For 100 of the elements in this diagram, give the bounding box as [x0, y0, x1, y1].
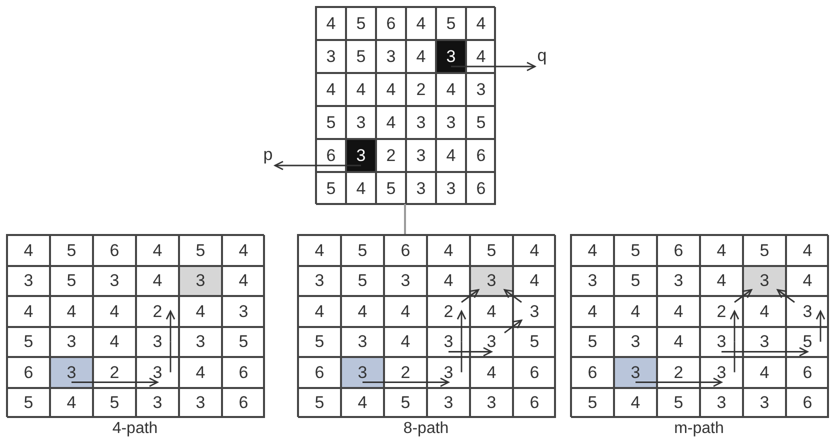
table-cell: 4: [743, 296, 786, 326]
table-cell: 4: [7, 296, 50, 326]
table-cell: 5: [341, 266, 384, 296]
table-cell: 3: [384, 266, 427, 296]
arrow: [166, 310, 176, 342]
table-cell: 5: [316, 172, 346, 205]
connector-line: [460, 342, 462, 372]
table-cell: 5: [786, 326, 829, 357]
table-cell: 5: [222, 326, 265, 357]
table-cell: 6: [316, 139, 346, 172]
table-cell: 6: [513, 357, 556, 388]
table-cell: 4: [427, 266, 470, 296]
arrow: [734, 289, 752, 303]
table-cell: 3: [7, 266, 50, 296]
table-cell: 3: [222, 296, 265, 326]
table-cell: 3: [700, 326, 743, 357]
table-cell: 3: [316, 40, 346, 73]
table-cell: 5: [614, 235, 657, 266]
table-cell: 3: [743, 266, 786, 296]
table-cell: 4: [700, 235, 743, 266]
arrow: [730, 310, 740, 342]
point-label: p: [261, 138, 275, 171]
table-cell: 4: [316, 7, 346, 40]
table-cell: 6: [657, 235, 700, 266]
table-cell: 4: [346, 172, 376, 205]
table-cell: 6: [298, 357, 341, 388]
table-cell: 4: [436, 73, 466, 106]
arrow: [481, 62, 536, 72]
connector-line: [451, 66, 481, 68]
number-grid: [315, 6, 495, 204]
connector-line: [734, 342, 736, 372]
table-cell: 3: [436, 40, 466, 73]
arrow: [448, 347, 492, 356]
table-cell: 4: [179, 296, 222, 326]
table-cell: 6: [513, 388, 556, 418]
table-cell: 6: [466, 172, 496, 205]
table-cell: 5: [298, 388, 341, 418]
table-cell: 5: [657, 388, 700, 418]
table-cell: 5: [384, 388, 427, 418]
table-cell: 6: [222, 357, 265, 388]
arrow: [114, 378, 158, 387]
table-cell: 4: [786, 235, 829, 266]
table-cell: 4: [743, 357, 786, 388]
table-cell: 2: [700, 296, 743, 326]
table-cell: 4: [571, 235, 614, 266]
table-cell: 4: [341, 388, 384, 418]
table-cell: 3: [136, 388, 179, 418]
table-cell: 4: [384, 326, 427, 357]
table-cell: 5: [346, 40, 376, 73]
table-cell: 5: [513, 326, 556, 357]
table-cell: 3: [470, 326, 513, 357]
table-cell: 5: [93, 388, 136, 418]
table-cell: 5: [571, 326, 614, 357]
table-cell: 6: [384, 235, 427, 266]
table-cell: 3: [466, 73, 496, 106]
table-cell: 4: [136, 235, 179, 266]
connector-line: [636, 382, 678, 383]
table-cell: 6: [93, 235, 136, 266]
table-cell: 4: [470, 296, 513, 326]
table-cell: 5: [7, 388, 50, 418]
table-cell: 4: [298, 296, 341, 326]
arrow: [816, 310, 826, 342]
table-cell: 4: [93, 296, 136, 326]
table-cell: 3: [346, 139, 376, 172]
connector-line: [331, 164, 361, 166]
table-cell: 3: [657, 266, 700, 296]
table-cell: 4: [341, 296, 384, 326]
table-cell: 3: [700, 357, 743, 388]
table-cell: 5: [376, 172, 406, 205]
table-cell: 5: [571, 388, 614, 418]
table-cell: 4: [50, 296, 93, 326]
table-cell: 5: [346, 7, 376, 40]
table-cell: 3: [136, 357, 179, 388]
arrow: [274, 160, 331, 170]
table-cell: 2: [136, 296, 179, 326]
table-cell: 4: [222, 266, 265, 296]
table-cell: 5: [470, 235, 513, 266]
table-cell: 3: [341, 357, 384, 388]
table-cell: 4: [700, 266, 743, 296]
table-cell: 5: [341, 235, 384, 266]
table-cell: 6: [222, 388, 265, 418]
table-cell: 2: [406, 73, 436, 106]
table-cell: 4: [376, 106, 406, 139]
table-cell: 6: [376, 7, 406, 40]
table-cell: 2: [427, 296, 470, 326]
table-cell: 4: [298, 235, 341, 266]
table-cell: 3: [93, 266, 136, 296]
table-cell: 3: [436, 172, 466, 205]
table-cell: 3: [50, 357, 93, 388]
table-cell: 2: [657, 357, 700, 388]
table-cell: 2: [384, 357, 427, 388]
grid-caption: 8-path: [403, 420, 449, 437]
table-cell: 3: [743, 326, 786, 357]
table-cell: 4: [50, 388, 93, 418]
table-cell: 4: [614, 296, 657, 326]
table-cell: 3: [786, 296, 829, 326]
table-cell: 4: [179, 357, 222, 388]
table-cell: 3: [427, 357, 470, 388]
table-cell: 3: [470, 266, 513, 296]
grid-caption: m-path: [674, 420, 724, 437]
